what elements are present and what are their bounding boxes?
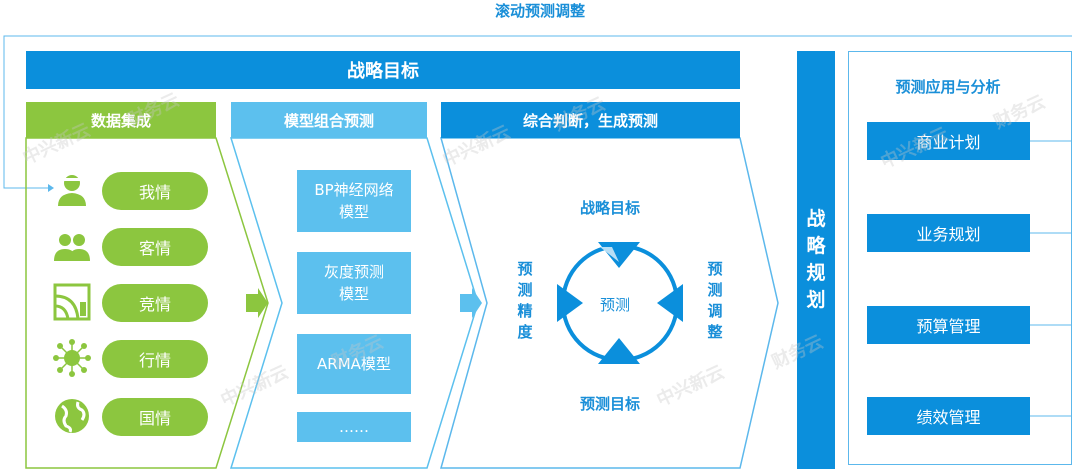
item-nation: 国情 — [102, 398, 208, 436]
green-arrow — [246, 288, 268, 318]
data-integration-header: 数据集成 — [26, 102, 216, 138]
model-combination-outline — [229, 137, 479, 469]
data-integration-outline — [25, 137, 269, 469]
applications-panel — [848, 51, 1072, 465]
cycle-arrow-right — [657, 284, 683, 322]
model-grey-label: 灰度预测 模型 — [323, 263, 384, 303]
strategic-planning-label: 战略规划 — [806, 208, 826, 311]
model-arma-label: ARMA模型 — [317, 355, 391, 373]
model-combination-header: 模型组合预测 — [231, 102, 427, 138]
app-budget-management: 预算管理 — [867, 306, 1030, 344]
app-performance-management: 绩效管理 — [867, 397, 1030, 435]
cycle-arrow-bottom — [598, 338, 640, 364]
cycle-arrow-top — [598, 242, 640, 268]
cycle-bottom-label: 预测目标 — [580, 395, 641, 413]
model-arma: ARMA模型 — [297, 334, 411, 394]
diagram-title: 滚动预测调整 — [494, 2, 585, 20]
cycle-center-label: 预测 — [600, 296, 631, 314]
item-competitor: 竞情 — [102, 284, 208, 322]
model-grey: 灰度预测 模型 — [297, 252, 411, 314]
model-more-label: …… — [339, 418, 369, 436]
applications-title: 预测应用与分析 — [895, 78, 1001, 96]
app-business-planning: 业务规划 — [867, 214, 1030, 252]
network-icon — [53, 339, 91, 377]
model-bp-label: BP神经网络 模型 — [314, 181, 394, 221]
users-icon — [54, 234, 90, 261]
comprehensive-header: 综合判断，生成预测 — [441, 102, 740, 138]
user-icon — [58, 175, 86, 206]
lightblue-arrow — [460, 288, 482, 318]
item-customer: 客情 — [102, 228, 208, 266]
globe-icon — [55, 399, 89, 433]
app-business-plan: 商业计划 — [867, 122, 1030, 160]
cycle-right-label: 预测调整 — [707, 260, 723, 341]
cycle-arrow-left — [557, 284, 583, 322]
model-more: …… — [297, 412, 411, 442]
comprehensive-outline — [440, 137, 779, 469]
strategy-goal-bar: 战略目标 — [26, 51, 740, 89]
item-market: 行情 — [102, 340, 208, 378]
cycle-left-label: 预测精度 — [517, 260, 533, 341]
item-self: 我情 — [102, 172, 208, 210]
cycle-top-label: 战略目标 — [580, 199, 641, 217]
model-bp: BP神经网络 模型 — [297, 170, 411, 232]
strategic-planning-bar: 战略规划 — [797, 51, 835, 469]
competitor-icon — [53, 283, 91, 321]
